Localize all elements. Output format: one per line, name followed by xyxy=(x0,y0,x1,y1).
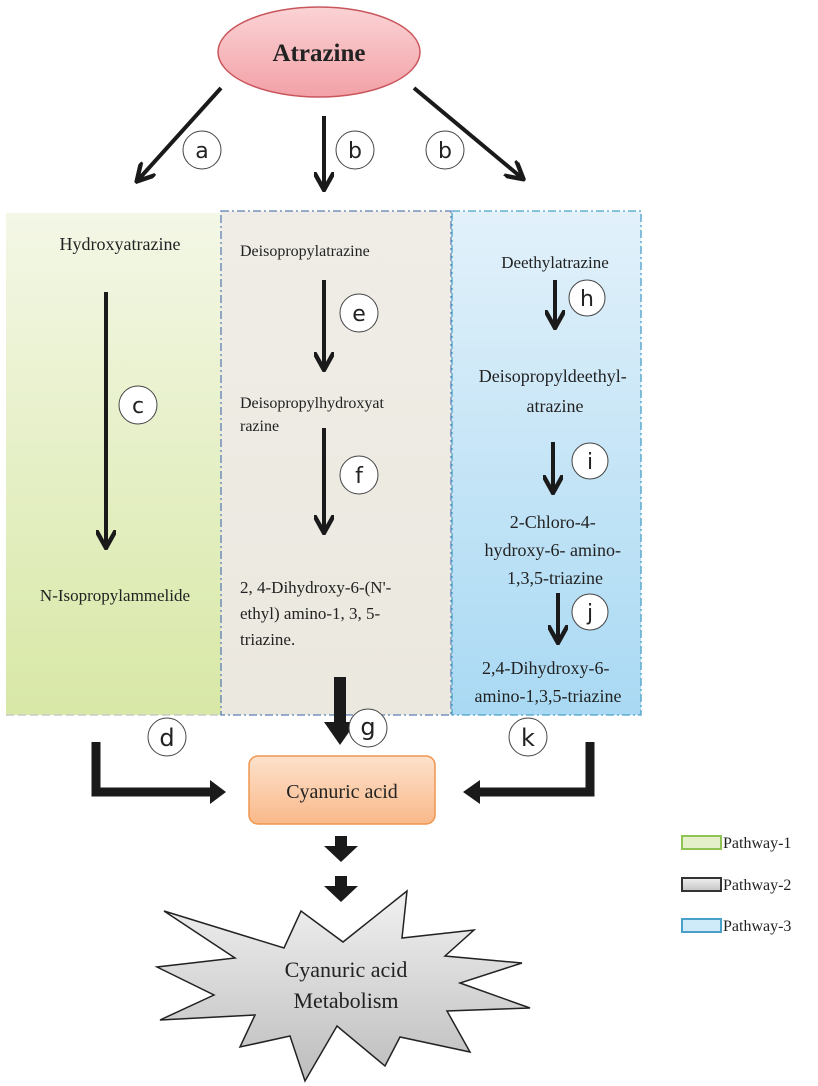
svg-text:h: h xyxy=(580,287,594,312)
cyanuric-acid-label: Cyanuric acid xyxy=(286,781,398,803)
svg-text:j: j xyxy=(586,601,593,626)
pathway-3-box xyxy=(451,210,642,716)
svg-text:g: g xyxy=(360,713,375,741)
legend-label-pathway-1: Pathway-1 xyxy=(723,835,791,852)
legend-swatch-pathway-1 xyxy=(681,835,722,850)
letter-d-badge: d xyxy=(147,717,187,757)
letter-c-badge: c xyxy=(118,385,158,425)
compound-dihydroxy-amino-triazine: 2,4-Dihydroxy-6- amino-1,3,5-triazine xyxy=(475,658,622,706)
svg-text:i: i xyxy=(587,450,593,475)
compound-line: 1,3,5-triazine xyxy=(507,568,603,588)
compound-line: atrazine xyxy=(527,396,584,416)
svg-text:b: b xyxy=(348,139,362,164)
svg-text:d: d xyxy=(159,724,174,752)
pathway-2-box xyxy=(220,210,452,716)
cyanuric-acid-node xyxy=(248,755,436,825)
compound-deethylatrazine: Deethylatrazine xyxy=(501,253,609,272)
arrow-g-shaft xyxy=(334,677,346,723)
metabolism-label-line-1: Cyanuric acid xyxy=(285,957,408,982)
svg-text:f: f xyxy=(355,464,364,489)
compound-line: 2, 4-Dihydroxy-6-(N'- xyxy=(240,578,392,597)
arrow-down-2 xyxy=(324,876,358,902)
svg-text:c: c xyxy=(132,394,144,419)
arrow-g-head xyxy=(324,722,356,745)
compound-hydroxyatrazine: Hydroxyatrazine xyxy=(60,234,181,254)
compound-deisopropyldeethylatrazine: Deisopropyldeethyl- atrazine xyxy=(479,366,631,416)
arrow-k xyxy=(480,742,595,797)
letter-k-badge: k xyxy=(508,717,548,757)
compound-line: amino-1,3,5-triazine xyxy=(475,686,622,706)
letter-b-badge-1: b xyxy=(335,130,375,170)
compound-deisopropylatrazine: Deisopropylatrazine xyxy=(240,243,370,260)
svg-text:a: a xyxy=(195,139,208,164)
arrow-a xyxy=(138,86,223,180)
compound-dihydroxy-n-ethyl-triazine: 2, 4-Dihydroxy-6-(N'- ethyl) amino-1, 3,… xyxy=(240,578,396,649)
compound-line: razine xyxy=(240,418,279,435)
letter-i-badge: i xyxy=(571,442,609,480)
letter-e-badge: e xyxy=(339,293,379,333)
arrow-d xyxy=(91,742,210,797)
arrow-b-right xyxy=(412,86,522,178)
legend: Pathway-1 Pathway-2 Pathway-3 xyxy=(681,835,791,935)
legend-label-pathway-3: Pathway-3 xyxy=(723,918,791,935)
legend-label-pathway-2: Pathway-2 xyxy=(723,877,791,894)
arrow-d-head xyxy=(210,780,226,804)
cyanuric-acid-metabolism-node xyxy=(154,889,531,1083)
atrazine-label: Atrazine xyxy=(272,40,365,67)
legend-swatch-pathway-3 xyxy=(681,918,722,933)
letter-h-badge: h xyxy=(568,279,606,317)
compound-line: Deisopropylhydroxyat xyxy=(240,395,385,412)
compound-line: 2-Chloro-4- xyxy=(510,512,596,532)
letter-g-badge: g xyxy=(348,708,388,748)
legend-item-pathway-3: Pathway-3 xyxy=(681,918,791,935)
svg-text:e: e xyxy=(352,302,366,327)
legend-swatch-pathway-2 xyxy=(681,877,722,892)
letter-j-badge: j xyxy=(571,593,609,631)
compound-n-isopropylammelide: N-Isopropylammelide xyxy=(40,586,190,605)
compound-line: ethyl) amino-1, 3, 5- xyxy=(240,604,381,623)
letter-a-badge: a xyxy=(182,130,222,170)
svg-text:k: k xyxy=(521,724,535,752)
compound-line: triazine. xyxy=(240,630,295,649)
arrow-down-1 xyxy=(324,836,358,862)
compound-deisopropylhydroxyatrazine: Deisopropylhydroxyat razine xyxy=(240,395,388,435)
legend-item-pathway-1: Pathway-1 xyxy=(681,835,791,852)
compound-line: Deisopropyldeethyl- xyxy=(479,366,627,386)
svg-text:b: b xyxy=(438,139,452,164)
compound-line: hydroxy-6- amino- xyxy=(485,540,621,560)
metabolism-label-line-2: Metabolism xyxy=(293,988,398,1013)
compound-chloro-hydroxy-amino-triazine: 2-Chloro-4- hydroxy-6- amino- 1,3,5-tria… xyxy=(485,512,626,588)
pathway-1-box xyxy=(6,213,221,715)
letter-f-badge: f xyxy=(339,455,379,495)
legend-item-pathway-2: Pathway-2 xyxy=(681,877,791,894)
atrazine-node xyxy=(217,6,421,98)
compound-line: 2,4-Dihydroxy-6- xyxy=(482,658,609,678)
arrow-k-head xyxy=(463,780,480,804)
letter-b-badge-2: b xyxy=(425,130,465,170)
